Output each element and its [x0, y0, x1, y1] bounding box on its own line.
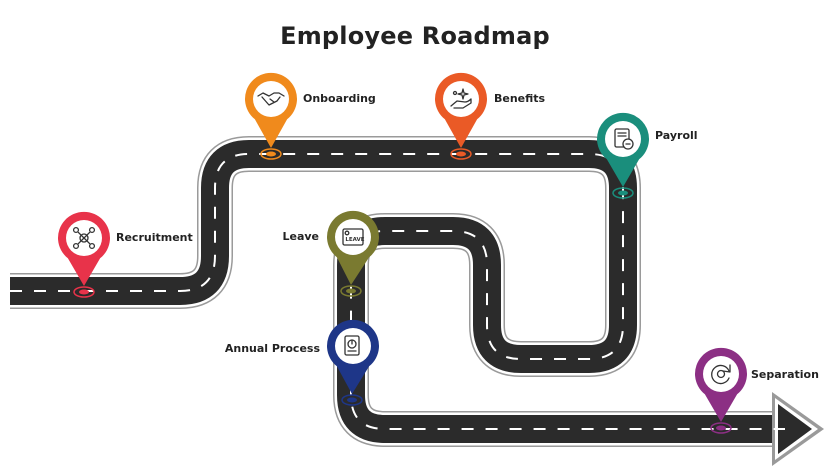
- road-marker-center: [347, 397, 357, 403]
- milestone-pin-leave: LEAVE: [327, 210, 379, 297]
- milestone-label: Payroll: [655, 129, 698, 142]
- road-arrowhead: [778, 404, 812, 454]
- milestone-pin-onboarding: [245, 72, 297, 160]
- handshake-icon: [257, 92, 285, 106]
- page-title: Employee Roadmap: [280, 22, 550, 50]
- road-marker-center: [79, 289, 89, 295]
- road-marker-center: [266, 151, 276, 157]
- road-marker: [340, 285, 362, 297]
- milestone-pin-annual-process: [327, 319, 379, 406]
- pin-icon-disc: [703, 356, 739, 392]
- pin-icon-disc: [443, 81, 479, 117]
- road-marker: [341, 394, 363, 406]
- road-marker-center: [456, 151, 466, 157]
- road-marker: [612, 187, 634, 199]
- pin-icon-disc: [335, 328, 371, 364]
- road-center-dashes: [10, 153, 785, 430]
- milestone-label: Separation: [751, 368, 819, 381]
- pin-icon-disc: [605, 121, 641, 157]
- road-marker: [260, 148, 282, 160]
- network-gear-icon: [72, 226, 96, 250]
- leave-card-icon: LEAVE: [342, 228, 365, 246]
- hand-sparkle-icon: [450, 88, 472, 109]
- leave-icon-text: LEAVE: [345, 237, 364, 243]
- road: [10, 136, 824, 466]
- road-marker: [73, 286, 95, 298]
- road-marker-center: [346, 288, 356, 294]
- milestone-pins: LEAVE: [58, 72, 748, 434]
- milestone-label: Leave: [282, 230, 319, 243]
- milestone-pin-recruitment: [58, 211, 110, 298]
- road-surface: [10, 140, 790, 443]
- refresh-gear-icon: [711, 364, 731, 385]
- milestone-label: Onboarding: [303, 92, 376, 105]
- road-marker-center: [716, 425, 726, 431]
- milestone-pin-payroll: [597, 112, 649, 199]
- milestone-label: Recruitment: [116, 231, 193, 244]
- milestone-label: Benefits: [494, 92, 546, 105]
- road-marker: [450, 148, 472, 160]
- road-marker: [710, 422, 732, 434]
- milestone-pin-separation: [695, 347, 748, 434]
- milestone-pin-benefits: [435, 72, 488, 160]
- pin-icon-disc: [335, 219, 371, 255]
- report-chart-icon: [344, 335, 360, 356]
- road-marker-center: [618, 190, 628, 196]
- milestone-label: Annual Process: [224, 342, 320, 355]
- payroll-document-icon: [614, 128, 634, 150]
